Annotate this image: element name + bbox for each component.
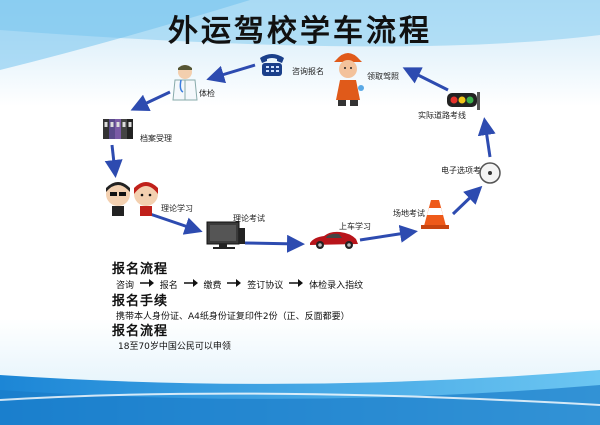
step-label-physical: 体检: [199, 89, 215, 98]
traffic-light-icon: [447, 92, 480, 110]
eligibility-text: 18至70岁中国公民可以申领: [118, 342, 231, 352]
arrow-disc-light: [477, 117, 496, 158]
arrow-right-icon: [139, 279, 154, 287]
step-label-road-test: 实际道路考线: [418, 111, 466, 120]
flow-step-agreement: 签订协议: [247, 281, 284, 291]
arrow-right-icon: [227, 279, 242, 287]
arrow-archive-couple: [104, 144, 123, 178]
disc-icon: [479, 162, 501, 184]
computer-icon: [206, 221, 245, 249]
procedure-text: 携带本人身份证、A4纸身份证复印件2份（正、反面都要）: [116, 312, 350, 322]
arrow-car-cone: [359, 224, 418, 243]
step-label-field-exam: 场地考试: [393, 209, 425, 218]
binders-icon: [103, 119, 133, 139]
step-label-car-study: 上车学习: [339, 222, 371, 231]
process-flow: 咨询 报名 缴费 签订协议 体检录入指纹: [116, 278, 363, 291]
arrow-computer-car: [244, 234, 305, 253]
section-title-procedure: 报名手续: [112, 294, 169, 309]
step-label-theory-exam: 理论考试: [233, 214, 265, 223]
car-icon: [310, 231, 358, 249]
couple-icon: [106, 182, 158, 216]
arrow-physical-archive: [130, 90, 171, 112]
worker-icon: [334, 53, 364, 106]
step-label-archive: 档案受理: [140, 134, 172, 143]
arrow-cone-disc: [451, 185, 483, 216]
arrow-couple-computer: [149, 212, 203, 235]
step-label-consult: 咨询报名: [292, 67, 324, 76]
arrow-right-icon: [289, 279, 304, 287]
doctor-icon: [172, 65, 198, 101]
flow-step-pay: 缴费: [203, 281, 222, 291]
flow-step-fingerprint: 体检录入指纹: [309, 281, 364, 291]
step-label-e-exam: 电子选项考: [441, 166, 481, 175]
traffic-cone-icon: [421, 200, 449, 229]
page-title: 外运驾校学车流程: [168, 14, 432, 49]
arrow-consult-physical: [206, 63, 256, 84]
section-title-process: 报名流程: [112, 262, 169, 277]
arrow-right-icon: [183, 279, 198, 287]
telephone-icon: [260, 54, 284, 76]
step-label-theory-study: 理论学习: [161, 204, 193, 213]
section-title-eligibility: 报名流程: [112, 324, 169, 339]
arrow-light-license: [402, 67, 449, 92]
step-label-license: 领取驾照: [367, 72, 399, 81]
flow-step-consult: 咨询: [116, 281, 135, 291]
flow-step-register: 报名: [159, 281, 178, 291]
